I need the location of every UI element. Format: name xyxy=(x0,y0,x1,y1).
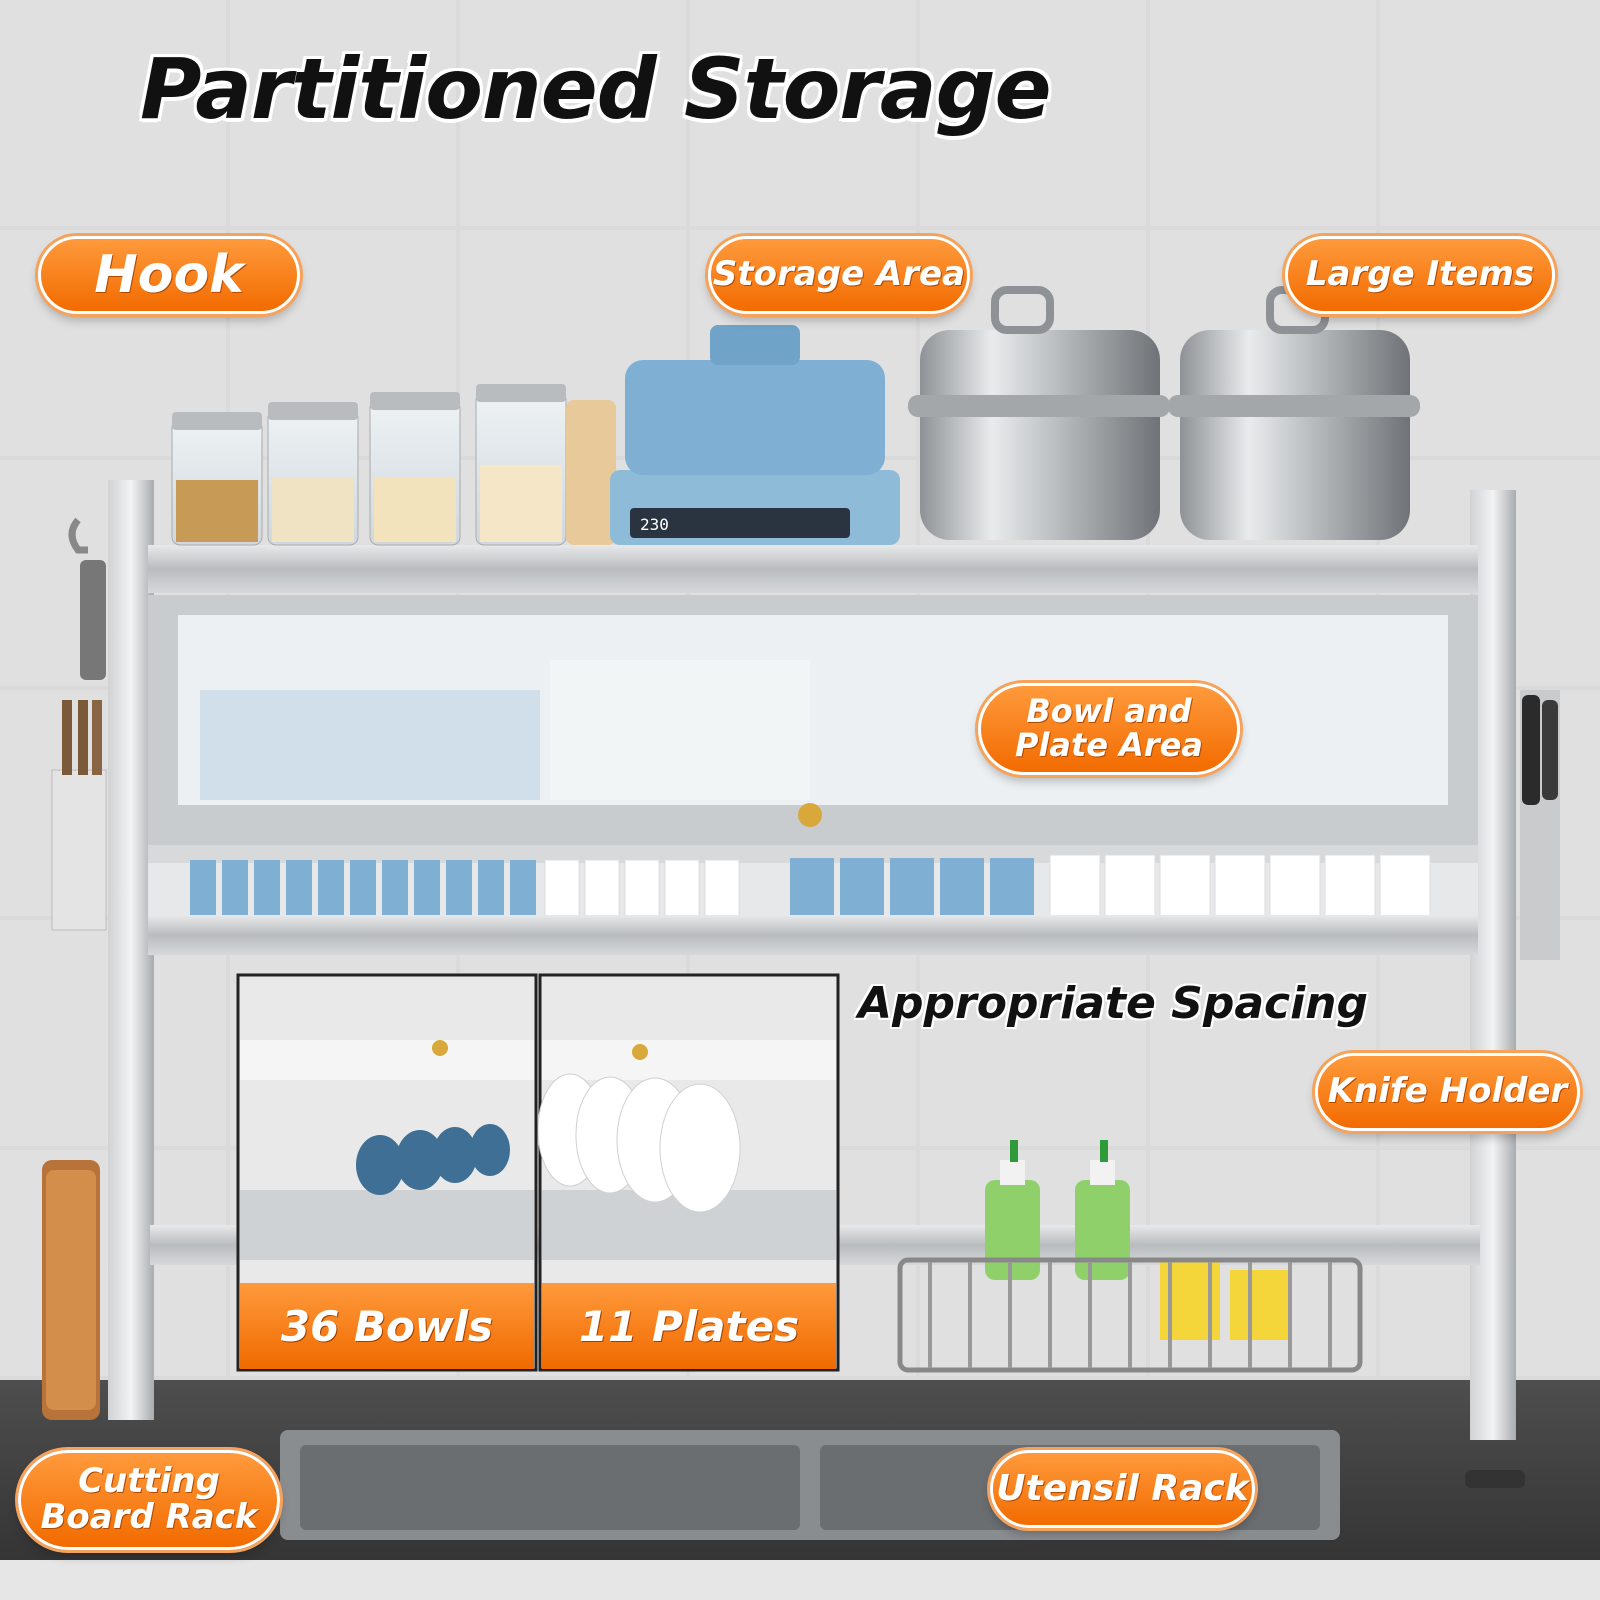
hook xyxy=(68,517,88,554)
dish-row xyxy=(148,854,1478,955)
inset-photos xyxy=(236,973,840,1372)
steel-pot-left xyxy=(908,286,1170,540)
large-items-label: Large Items xyxy=(1285,236,1555,314)
cutting-board xyxy=(42,1160,100,1420)
knife-block-left xyxy=(51,700,107,931)
spice-jars xyxy=(171,384,616,546)
left-upright xyxy=(108,480,154,1420)
utensil-rack-label: Utensil Rack xyxy=(990,1450,1255,1528)
top-shelf xyxy=(148,545,1478,593)
cutting-board-rack-label: Cutting Board Rack xyxy=(18,1450,280,1550)
bowls-count-label: 36 Bowls xyxy=(240,1283,534,1369)
plates-count-label: 11 Plates xyxy=(542,1283,836,1369)
svg-text:230: 230 xyxy=(640,515,669,534)
knife-holder-label: Knife Holder xyxy=(1315,1053,1580,1131)
hook-label: Hook xyxy=(38,236,300,314)
door-knob xyxy=(798,803,822,827)
bowl-plate-area-label: Bowl and Plate Area xyxy=(978,683,1240,775)
utensil-basket xyxy=(897,1140,1363,1373)
page-title: Partitioned Storage xyxy=(140,40,1052,138)
storage-area-label: Storage Area xyxy=(708,236,970,314)
blue-appliance: 230 xyxy=(610,325,900,545)
knife-holder-right xyxy=(1520,690,1560,960)
spacing-subtitle: Appropriate Spacing xyxy=(858,978,1368,1029)
